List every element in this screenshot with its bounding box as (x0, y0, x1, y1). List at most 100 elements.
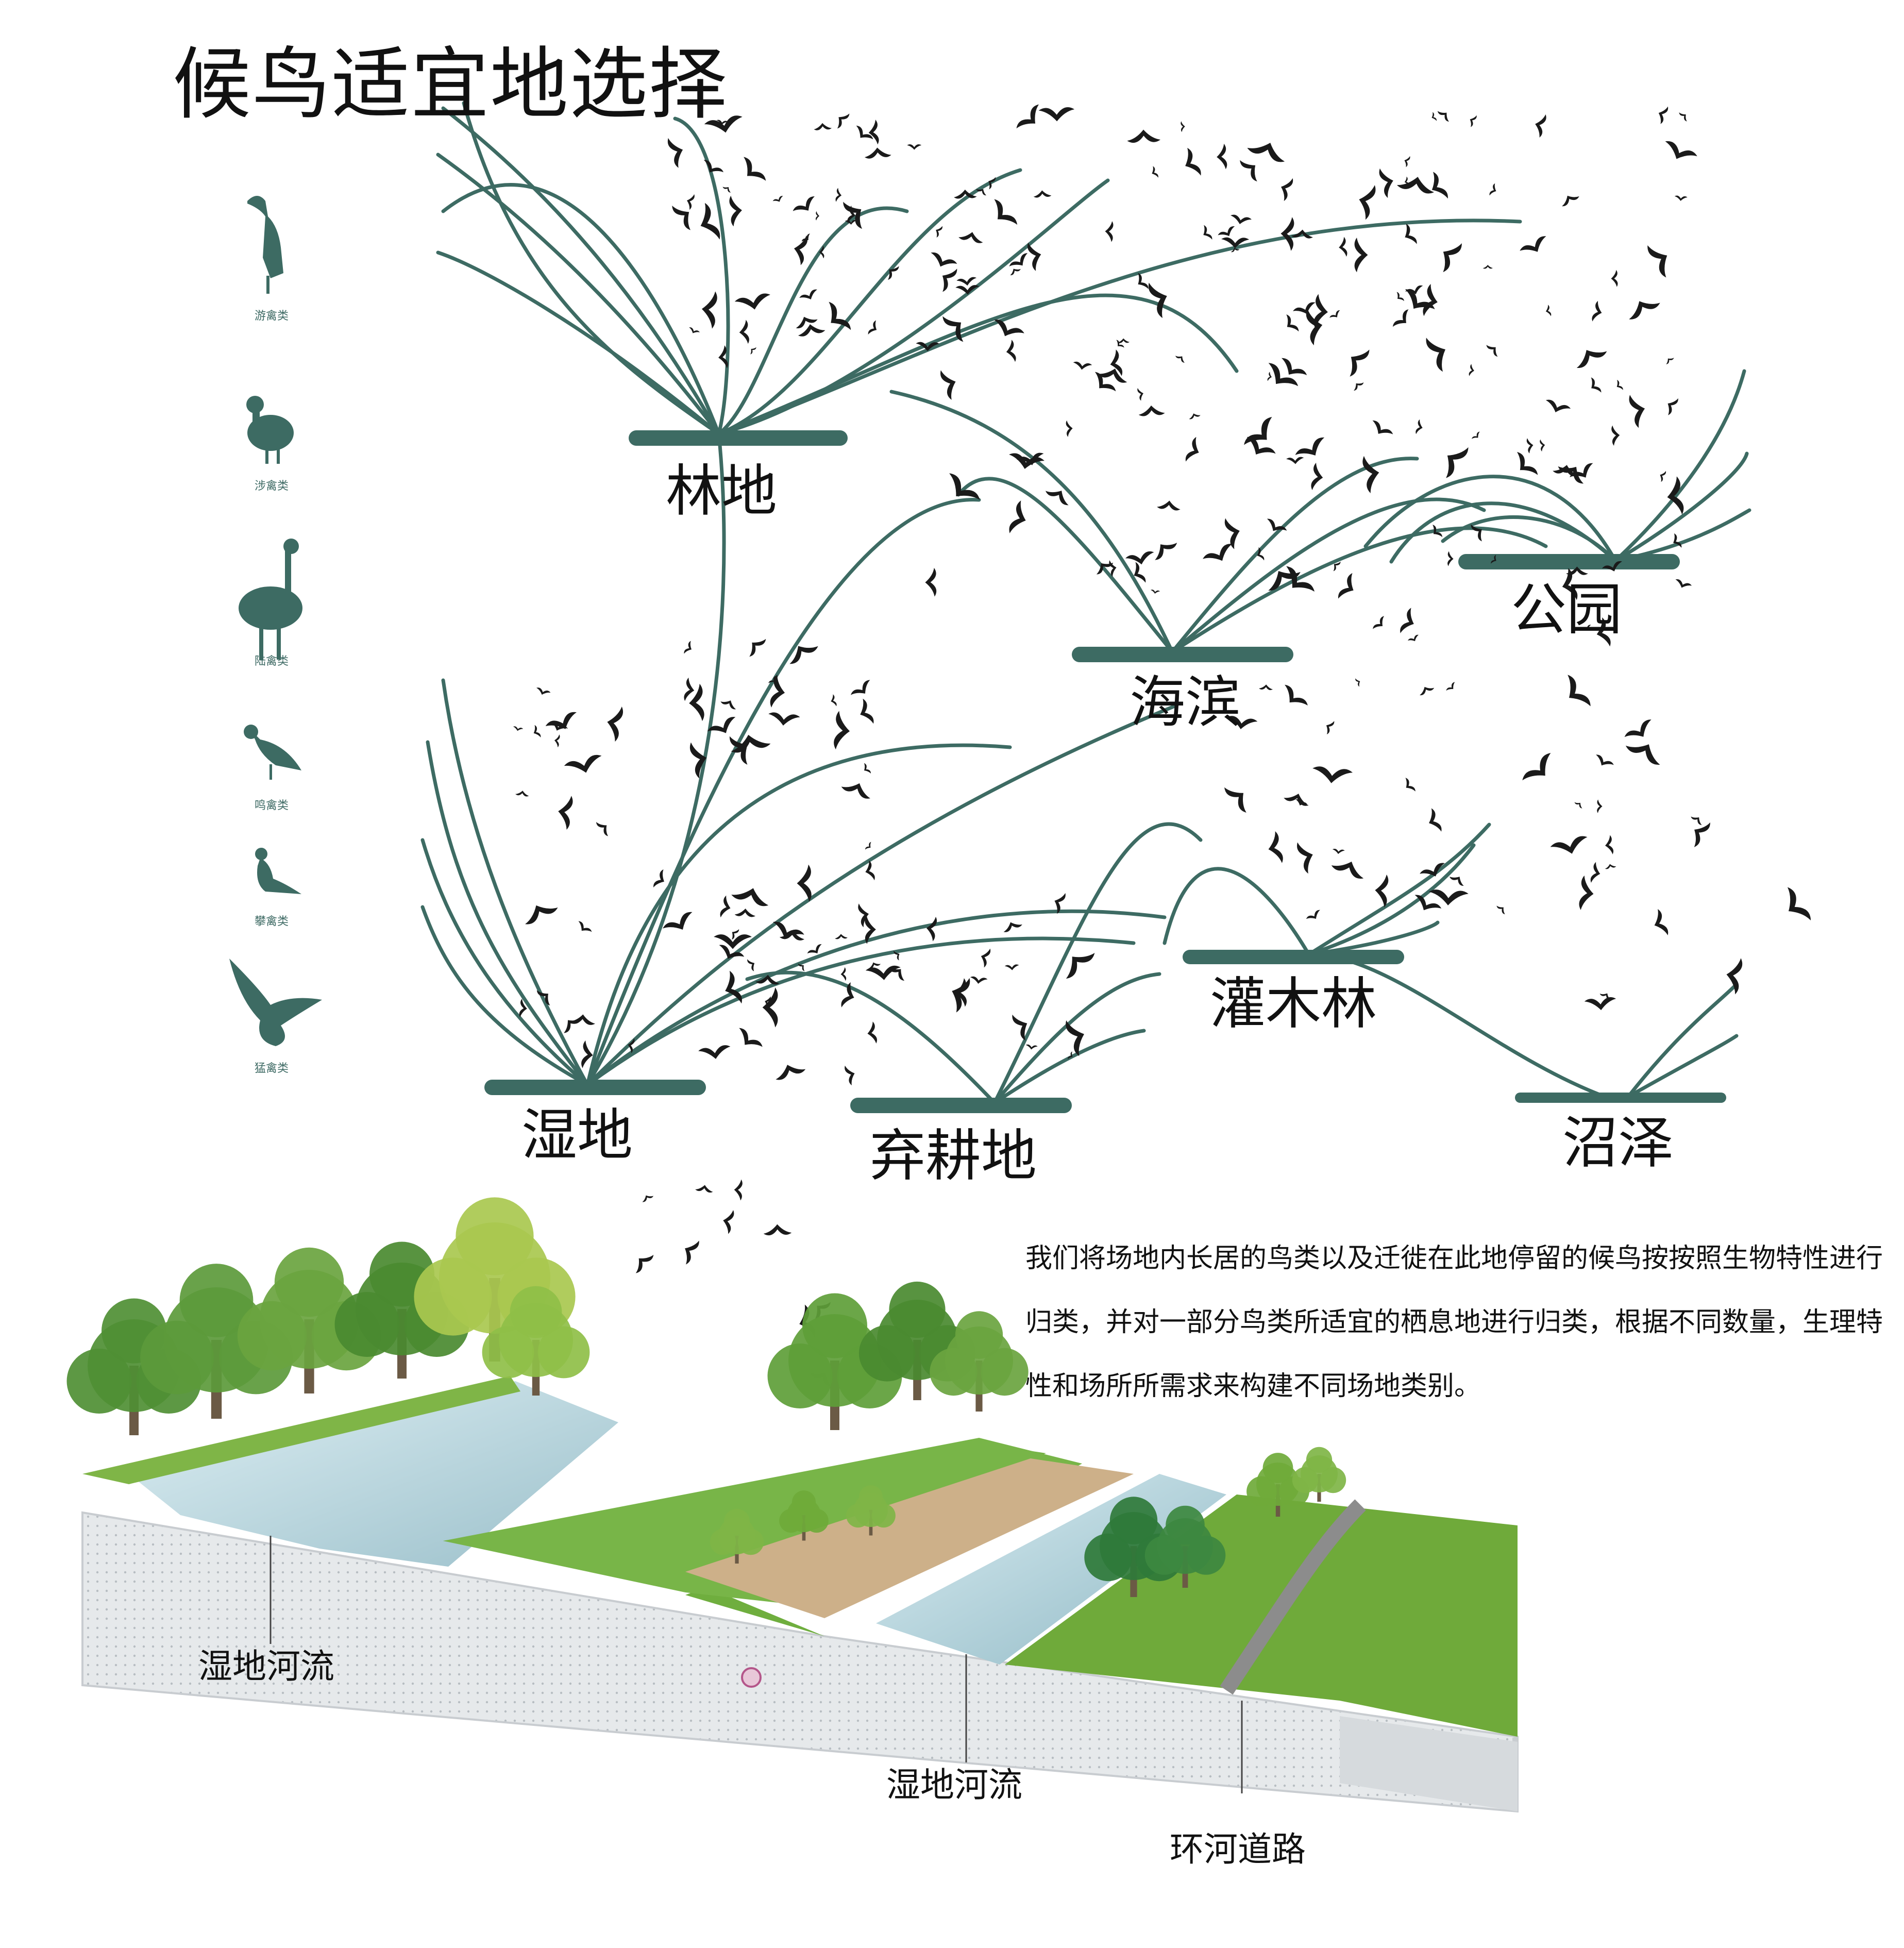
promenade (685, 1458, 1134, 1618)
tree-canopy (140, 1320, 214, 1395)
bird-silhouette (1396, 292, 1404, 301)
bird-silhouette (1658, 106, 1669, 124)
bird-silhouette (1066, 952, 1095, 979)
description-text: 我们将场地内长居的鸟类以及迁徙在此地停留的候鸟按按照生物特性进行归类，并对一部分… (1025, 1243, 1883, 1402)
bird-silhouette (1470, 115, 1477, 127)
bird-silhouette (716, 120, 728, 125)
bird-silhouette (1096, 562, 1114, 575)
bird-silhouette (1570, 463, 1593, 478)
tree-canopy (858, 1485, 883, 1509)
section-illustration (66, 1197, 1519, 1813)
bird-silhouette (1616, 380, 1623, 390)
site-label-marsh: 沼泽 (1562, 1111, 1674, 1175)
bird-silhouette (1437, 111, 1449, 122)
tree-canopy (414, 1257, 492, 1336)
bird-silhouette (1517, 452, 1538, 475)
bird-silhouette (695, 1185, 713, 1193)
bird-silhouette (1224, 787, 1246, 813)
bird-silhouette (1428, 889, 1469, 905)
bird-silhouette (1405, 224, 1417, 244)
bird-silhouette (858, 903, 869, 928)
section-label-left: 湿地河流 (198, 1647, 334, 1686)
bird-silhouette (739, 320, 749, 344)
bird-silhouette (1331, 861, 1364, 879)
bird-silhouette (1526, 438, 1534, 454)
bird-silhouette (734, 293, 770, 310)
bird-silhouette (1450, 876, 1464, 886)
bird-silhouette (720, 895, 731, 918)
bird-silhouette (1326, 721, 1335, 734)
bird-silhouette (1420, 863, 1445, 877)
bird-flock (513, 104, 1811, 1386)
bird-silhouette (847, 206, 855, 224)
bird-silhouette (714, 934, 752, 949)
bird-silhouette (770, 674, 785, 708)
tree-canopy (930, 1348, 978, 1396)
peacock-icon (255, 848, 301, 894)
bird-silhouette (1359, 185, 1376, 220)
bird-silhouette (1285, 684, 1308, 706)
connection-curves (420, 101, 1751, 1105)
bird-silhouette (1471, 524, 1482, 542)
bird-silhouette (1605, 835, 1614, 854)
middle-field-main (443, 1438, 1082, 1608)
bird-silhouette (1297, 842, 1313, 874)
bird-silhouette (1694, 822, 1710, 847)
bird-silhouette (1268, 363, 1299, 387)
bird-silhouette (916, 342, 940, 351)
bird-silhouette (850, 680, 870, 695)
bird-silhouette (1054, 893, 1066, 914)
site-label-wetland: 湿地 (521, 1103, 633, 1168)
bird-silhouette (744, 157, 766, 181)
tree-canopy (237, 1301, 307, 1371)
bird-silhouette (1203, 544, 1233, 561)
bird-silhouette (1574, 802, 1582, 809)
tree-canopy (955, 1311, 1003, 1359)
bird-silhouette (1098, 368, 1127, 383)
bird-silhouette (1010, 268, 1021, 276)
bird-silhouette (1027, 242, 1041, 271)
bird-silhouette (750, 347, 756, 355)
bird-silhouette (1540, 439, 1545, 452)
bird-label-land: 陆禽类 (254, 655, 289, 668)
site-label-farmland: 弃耕地 (869, 1124, 1037, 1188)
bird-silhouette (994, 199, 1018, 225)
bird-silhouette (1185, 436, 1199, 462)
bird-silhouette (689, 742, 707, 779)
bird-silhouette (931, 252, 957, 267)
bird-silhouette (976, 189, 987, 196)
ring-road (1220, 1499, 1366, 1695)
bird-silhouette (841, 982, 854, 1007)
bird-silhouette (525, 905, 558, 925)
bird-silhouette (840, 967, 847, 981)
bird-silhouette (1181, 121, 1185, 132)
bird-silhouette (1405, 289, 1435, 310)
bird-silhouette (954, 189, 977, 199)
bird-silhouette (1125, 551, 1154, 565)
bird-silhouette (1545, 305, 1552, 316)
bird-silhouette (1038, 107, 1075, 122)
bird-silhouette (1372, 420, 1393, 434)
bird-label-raptor: 猛禽类 (254, 1062, 289, 1075)
tree-canopy (1246, 1476, 1277, 1507)
bird-silhouette (1522, 753, 1551, 781)
bird-silhouette (956, 277, 977, 286)
bird-silhouette (1116, 340, 1124, 348)
bird-silhouette (1284, 794, 1309, 806)
bird-silhouette (845, 220, 857, 225)
tree-canopy (767, 1344, 833, 1408)
bird-label-climbing: 攀禽类 (254, 915, 289, 928)
bird-silhouette (1446, 447, 1469, 478)
bird-silhouette (1281, 178, 1293, 201)
bird-silhouette (1426, 338, 1446, 372)
bird-silhouette (1138, 273, 1149, 289)
bird-silhouette (865, 860, 875, 881)
bird-silhouette (720, 700, 736, 710)
bird-silhouette (607, 706, 624, 742)
bird-silhouette (732, 929, 739, 940)
bird-silhouette (1354, 238, 1368, 273)
heron-icon (247, 196, 283, 294)
bird-silhouette (1009, 500, 1026, 533)
bird-silhouette (819, 245, 824, 259)
bird-silhouette (1579, 875, 1594, 910)
